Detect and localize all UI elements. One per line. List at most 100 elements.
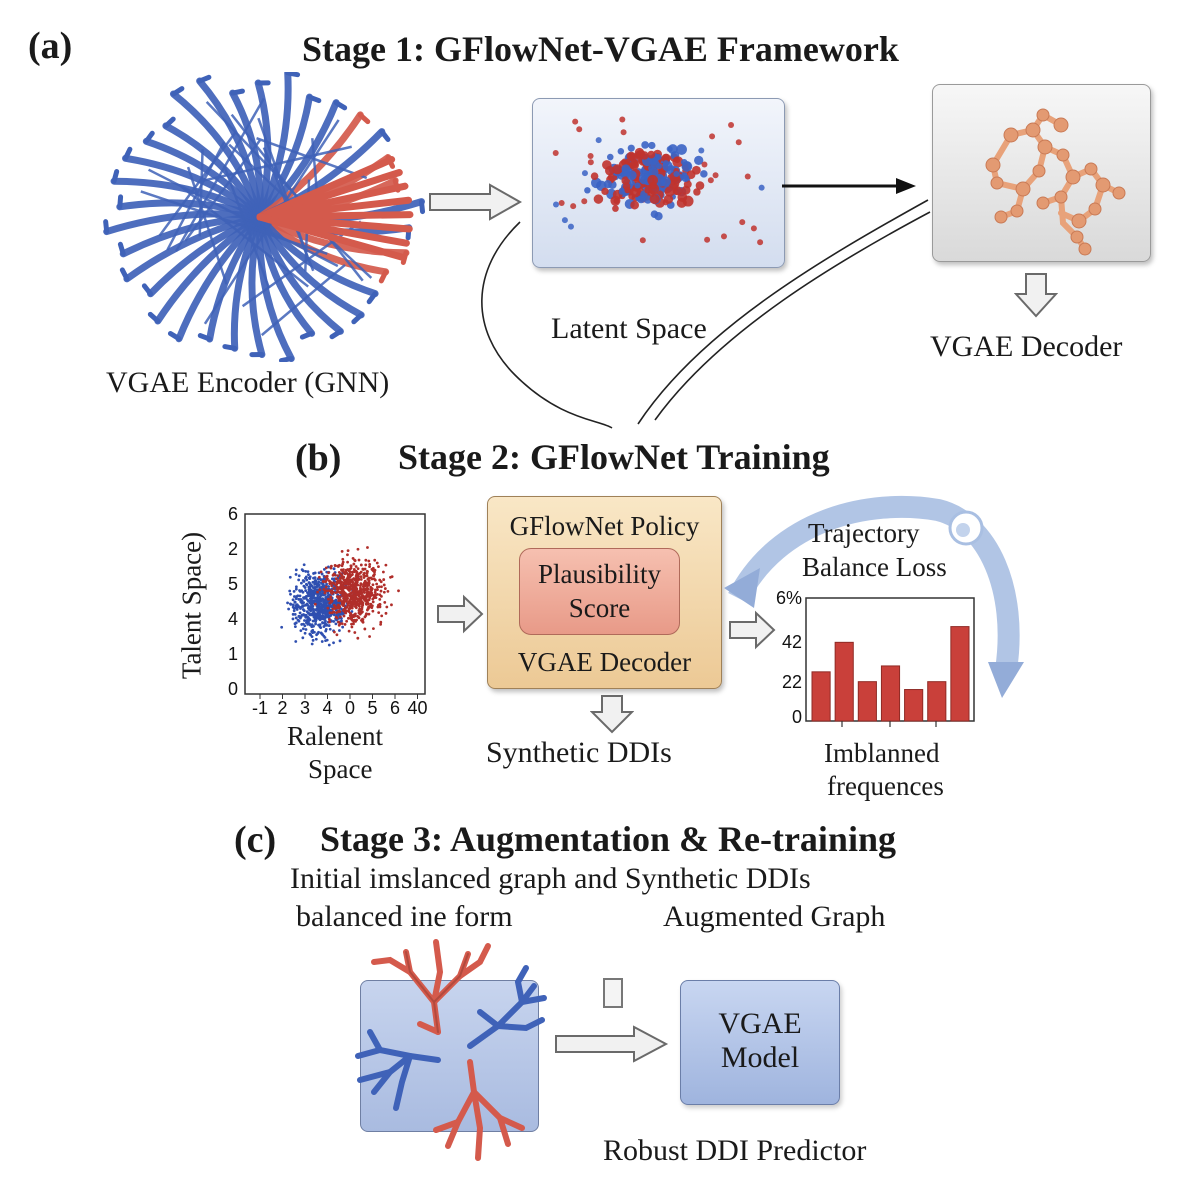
scatter-point-blue xyxy=(322,601,326,605)
scatter-point-red xyxy=(346,553,349,557)
scatter-point-red xyxy=(352,591,356,595)
scatter-x-tick: 4 xyxy=(322,698,332,718)
latent-point xyxy=(572,118,579,125)
augmented-graph-trees xyxy=(355,939,547,1161)
latent-point xyxy=(601,187,609,196)
scatter-point-blue xyxy=(302,584,306,588)
scatter-x-tick: -1 xyxy=(252,698,268,718)
scatter-point-red xyxy=(331,607,335,611)
latent-point xyxy=(567,223,574,230)
scatter-point-red xyxy=(319,570,323,574)
stage3-line2-right: Augmented Graph xyxy=(663,900,886,933)
encoder-edge-tip xyxy=(357,112,371,125)
scatter-point-blue xyxy=(321,621,324,624)
scatter-point-red xyxy=(366,546,369,549)
scatter-point-red xyxy=(369,593,373,597)
scatter-point-red xyxy=(338,615,342,619)
scatter-point-red xyxy=(369,590,373,594)
bar-y-tick: 0 xyxy=(792,707,802,727)
latent-point xyxy=(683,180,692,189)
panel-a-letter: (a) xyxy=(28,25,73,67)
scatter-point-red xyxy=(345,586,349,590)
latent-point xyxy=(676,144,687,155)
small-marker xyxy=(603,978,623,1008)
scatter-point-blue xyxy=(323,624,327,627)
scatter-point-red xyxy=(355,618,358,622)
scatter-point-red xyxy=(366,601,370,605)
latent-point xyxy=(757,239,764,246)
scatter-point-red xyxy=(344,609,348,613)
encoder-cross-edge xyxy=(260,264,346,337)
scatter-point-blue xyxy=(321,614,325,618)
scatter-point-blue xyxy=(286,601,289,605)
scatter-point-blue xyxy=(340,612,344,616)
scatter-point-red xyxy=(375,561,379,565)
arrow-latent-to-decoder xyxy=(782,178,916,194)
scatter-point-blue xyxy=(310,606,314,610)
encoder-edge-tip xyxy=(230,88,245,96)
scatter-point-blue xyxy=(320,598,324,602)
encoder-edge-tip xyxy=(366,291,378,305)
latent-point xyxy=(620,129,627,136)
scatter-point-red xyxy=(353,631,357,634)
scatter-point-red xyxy=(385,605,389,609)
scatter-point-red xyxy=(363,627,367,631)
scatter-point-red xyxy=(365,574,369,578)
latent-point xyxy=(709,133,716,140)
scatter-point-blue xyxy=(321,582,324,586)
latent-point xyxy=(553,201,560,208)
scatter-point-red xyxy=(379,622,383,626)
scatter-point-red xyxy=(383,587,387,590)
latent-space-label: Latent Space xyxy=(551,312,707,345)
policy-decoder-label: VGAE Decoder xyxy=(517,647,692,677)
scatter-point-red xyxy=(342,575,346,579)
latent-point xyxy=(623,158,631,166)
scatter-point-blue xyxy=(297,619,301,623)
trajectory-loss-arrow xyxy=(724,495,1024,698)
encoder-edge-tip xyxy=(143,130,155,144)
scatter-point-red xyxy=(364,597,368,601)
latent-point xyxy=(673,170,680,177)
scatter-point-blue xyxy=(302,563,306,567)
scatter-point-red xyxy=(344,578,348,582)
encoder-edge-tip xyxy=(141,283,154,297)
latent-point xyxy=(634,182,641,189)
scatter-point-red xyxy=(313,602,317,606)
scatter-point-blue xyxy=(291,598,295,602)
scatter-point-blue xyxy=(294,587,298,591)
scatter-point-blue xyxy=(280,625,284,629)
scatter-point-red xyxy=(334,577,338,581)
scatter-point-red xyxy=(367,559,371,563)
latent-point xyxy=(581,170,588,177)
scatter-point-red xyxy=(355,573,359,576)
scatter-point-red xyxy=(366,592,370,596)
scatter-point-red xyxy=(371,609,375,613)
latent-point xyxy=(677,192,688,202)
scatter-point-red xyxy=(373,590,377,594)
latent-point xyxy=(639,194,646,201)
latent-point xyxy=(698,147,705,154)
scatter-point-red xyxy=(359,563,363,567)
latent-point xyxy=(693,188,701,196)
scatter-point-red xyxy=(356,567,360,571)
scatter-point-red xyxy=(333,563,337,567)
scatter-x-tick: 0 xyxy=(345,698,355,718)
scatter-point-blue xyxy=(315,614,319,618)
scatter-point-blue xyxy=(294,640,298,643)
scatter-point-red xyxy=(343,599,347,602)
scatter-point-blue xyxy=(297,578,301,582)
scatter-point-red xyxy=(357,558,361,562)
scatter-point-red xyxy=(351,587,354,591)
latent-point xyxy=(647,150,656,159)
scatter-point-blue xyxy=(319,577,322,581)
scatter-point-blue xyxy=(303,619,306,622)
scatter-point-blue xyxy=(332,613,336,617)
scatter-point-red xyxy=(345,571,349,575)
scatter-point-red xyxy=(347,629,351,633)
latent-point xyxy=(662,160,669,167)
scatter-point-blue xyxy=(304,576,307,580)
scatter-point-red xyxy=(329,595,333,599)
bar xyxy=(834,641,854,722)
scatter-point-blue xyxy=(294,573,298,576)
scatter-point-blue xyxy=(296,605,299,609)
